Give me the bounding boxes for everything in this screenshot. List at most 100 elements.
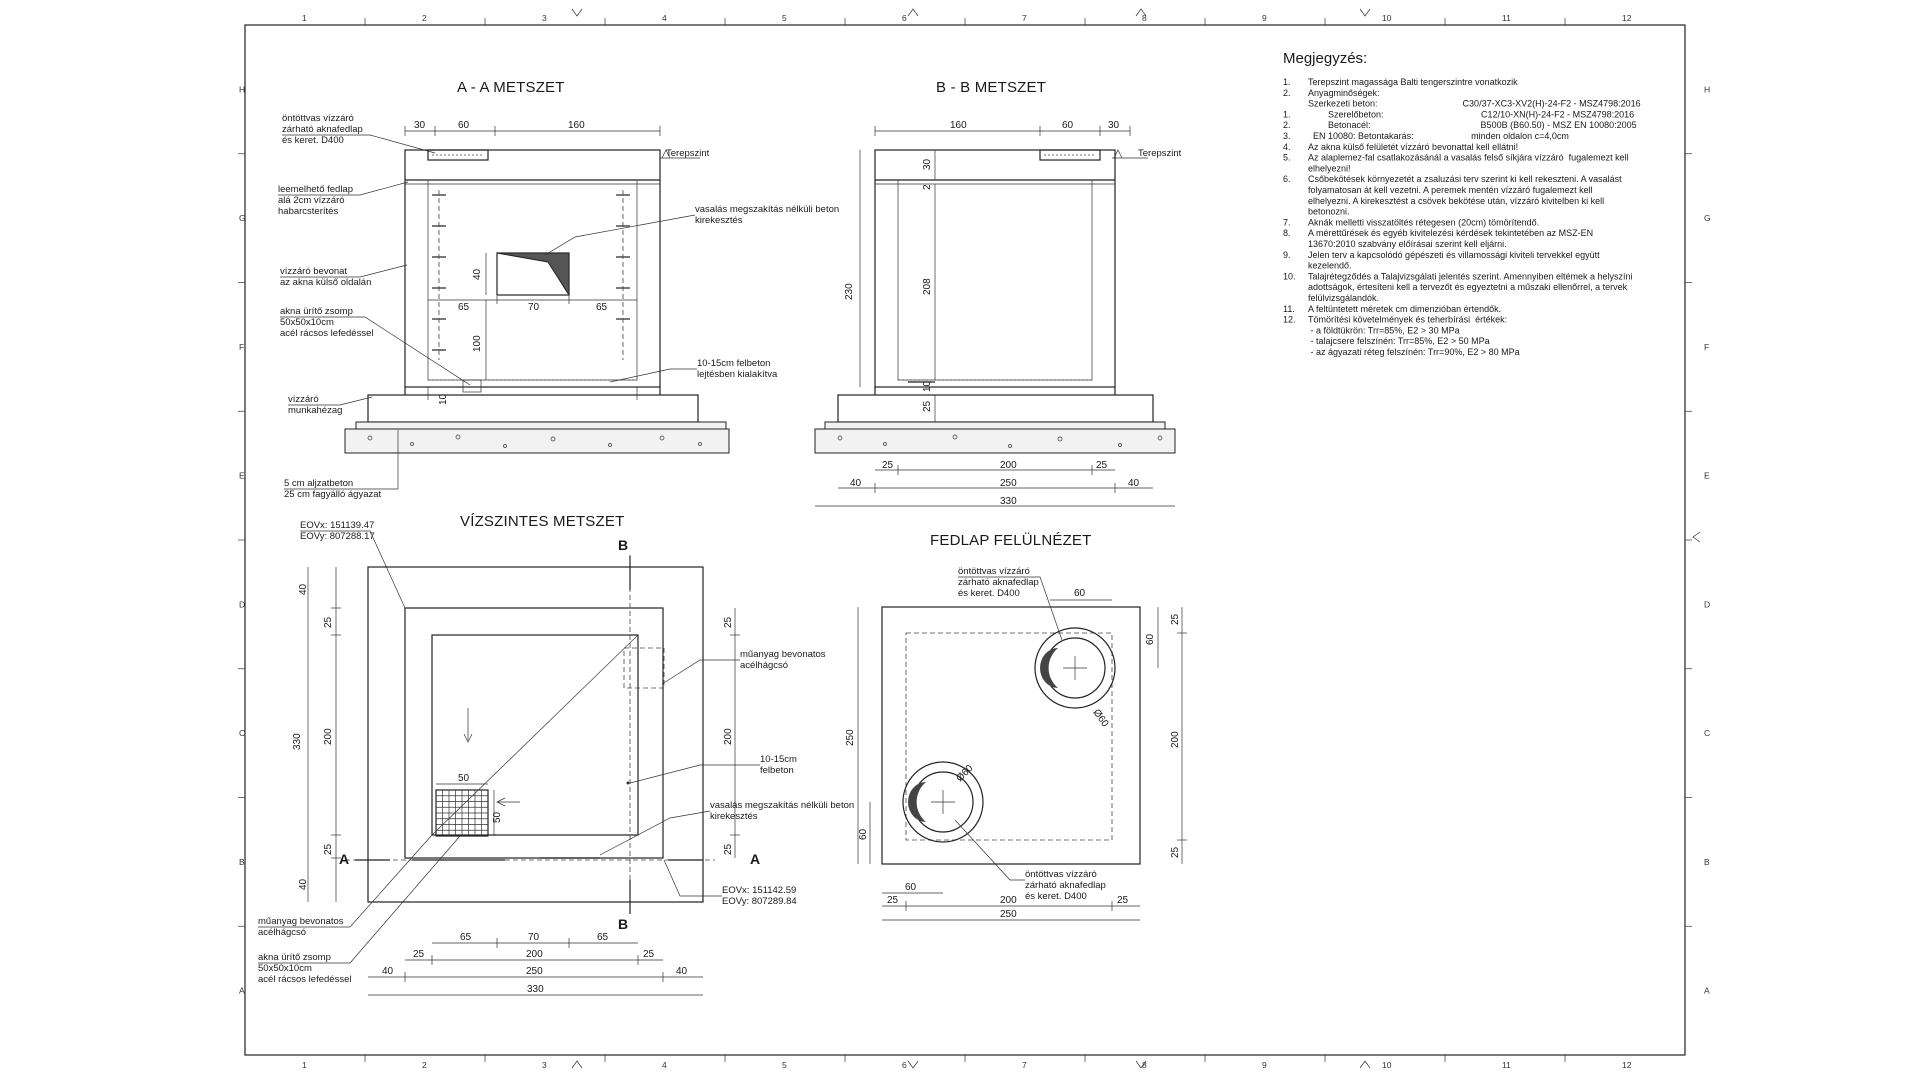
dim-label: 25 [1170, 846, 1181, 858]
dim-label: 25 [882, 460, 894, 471]
grid-row-label: B [1704, 857, 1710, 867]
dim-label: 30 [414, 120, 426, 131]
note-number: 1. [1283, 77, 1291, 87]
grid-col-label: 12 [1622, 1060, 1632, 1070]
dim-label: 200 [323, 728, 334, 745]
label-ladder-2: acélhágcsó [740, 660, 788, 671]
grid-col-label: 8 [1142, 13, 1147, 23]
base-slab [367, 394, 699, 423]
grid-row-label: E [1704, 471, 1710, 481]
note-text: Csőbekötések környezetét a zsaluzási ter… [1308, 174, 1622, 184]
dim-label: 200 [1000, 460, 1017, 471]
dim-label: 10 [922, 380, 933, 392]
note-number: 12. [1283, 315, 1296, 325]
grid-row-label: A [1704, 986, 1710, 996]
dim-label: 200 [1000, 895, 1017, 906]
plan-shaft-outer [404, 607, 664, 859]
dim-label: 30 [1108, 120, 1120, 131]
note-text: A mérettűrések és egyéb kivitelezési kér… [1308, 228, 1593, 238]
dim-label: 250 [1000, 909, 1017, 920]
dim-label: 40 [472, 268, 483, 280]
note-text: elhelyezni! [1308, 163, 1351, 173]
dim-label: 50 [458, 773, 470, 784]
grid-col-label: 1 [302, 13, 307, 23]
plan-dims-right: 25 200 25 [723, 608, 740, 858]
dim-label: 60 [1145, 633, 1156, 645]
grid-col-label: 2 [422, 13, 427, 23]
dim-label: 65 [458, 302, 470, 313]
dim-label: 50 [492, 811, 503, 823]
dim-label: 70 [528, 932, 540, 943]
grid-row-label: F [1704, 342, 1709, 352]
dim-label: 10 [438, 393, 449, 405]
cut-b-top: B [618, 537, 628, 553]
dim-label: 25 [323, 843, 334, 855]
ground-level-label: Terepszint [1138, 148, 1182, 159]
note-text: Talajrétegződés a Talajvizsgálati jelent… [1308, 271, 1633, 281]
label-lid-2: alá 2cm vízzáró [278, 195, 345, 206]
lid-cover2-3: és keret. D400 [1025, 891, 1087, 902]
note-text: - talajcsere felszínén: Trr=85%, E2 > 50… [1308, 336, 1490, 346]
dim-label: 250 [526, 966, 543, 977]
label-concrete-2: kirekesztés [695, 215, 743, 226]
note-text: Szerkezeti beton: C30/37-XC3-XV2(H)-24-F… [1308, 99, 1641, 109]
dim-label: 40 [382, 966, 394, 977]
note-number: 2. [1283, 120, 1291, 130]
dim-label: 200 [1170, 731, 1181, 748]
grid-col-label: 4 [662, 1060, 667, 1070]
note-text: - a földtükrön: Trr=85%, E2 > 30 MPa [1308, 325, 1460, 335]
grid-col-label: 10 [1382, 13, 1392, 23]
note-text: A feltüntetett méretek cm dimenzióban ér… [1308, 304, 1501, 314]
dim-label: 60 [905, 882, 917, 893]
ladder-rungs [432, 190, 630, 360]
grid-row-label: F [239, 342, 244, 352]
dia-label-2: Ø60 [954, 763, 975, 784]
note-number: 1. [1283, 109, 1291, 119]
grid-col-label: 12 [1622, 13, 1632, 23]
note-text: Jelen terv a kapcsolódó gépészeti és vil… [1308, 250, 1600, 260]
label-plan-concrete-2: kirekesztés [710, 811, 758, 822]
cut-b-bottom: B [618, 916, 628, 932]
eov1-x: EOVx: 151139.47 [300, 520, 374, 531]
grid-row-label: A [239, 986, 245, 996]
dim-label: 100 [472, 335, 483, 352]
dim-label: 25 [887, 895, 899, 906]
label-cover-1: öntöttvas vízzáró [282, 113, 354, 124]
lid-cover1-3: és keret. D400 [958, 588, 1020, 599]
note-text: betonozni. [1308, 207, 1350, 217]
lid-view: FEDLAP FELÜLNÉZET Ø60 Ø60 öntöttvas vízz… [845, 531, 1187, 921]
lid-cover1-2: zárható aknafedlap [958, 577, 1039, 588]
grid-row-label: D [1704, 599, 1710, 609]
dim-label: 250 [845, 729, 856, 746]
label-topping-1: 10-15cm felbeton [697, 358, 770, 369]
section-aa-dims-inner: 65 70 65 40 100 10 [428, 253, 637, 405]
label-bed-2: 25 cm fagyálló ágyazat [284, 489, 382, 500]
dim-label: 25 [1096, 460, 1108, 471]
note-number: 6. [1283, 174, 1291, 184]
grid-row-label: G [1704, 213, 1711, 223]
dim-label: 330 [292, 733, 303, 750]
lid-inner [905, 632, 1113, 841]
note-number: 2. [1283, 88, 1291, 98]
label-sump-2: 50x50x10cm [280, 317, 334, 328]
note-number: 4. [1283, 142, 1291, 152]
grid-col-label: 2 [422, 1060, 427, 1070]
grid-row-label: E [239, 471, 245, 481]
notes-heading: Megjegyzés: [1283, 50, 1367, 67]
manhole-cover-2 [902, 761, 984, 843]
note-text: Az akna külső felületét vízzáró bevonatt… [1308, 142, 1518, 152]
label-plan-ladder-1: műanyag bevonatos [258, 916, 344, 927]
grid-row-label: C [239, 728, 245, 738]
dim-label: 25 [1170, 613, 1181, 625]
grid-row-label: B [239, 857, 245, 867]
dim-label: 208 [922, 278, 933, 295]
eov1-y: EOVy: 807288.17 [300, 531, 375, 542]
grid-col-label: 6 [902, 13, 907, 23]
dim-label: 40 [850, 478, 862, 489]
label-waterproof-2: az akna külső oldalán [280, 277, 371, 288]
bedding-layer [344, 428, 730, 454]
label-waterproof-1: vízzáró bevonat [280, 266, 347, 277]
lid-cover2-2: zárható aknafedlap [1025, 880, 1106, 891]
plan-shaft-inner [431, 634, 639, 836]
